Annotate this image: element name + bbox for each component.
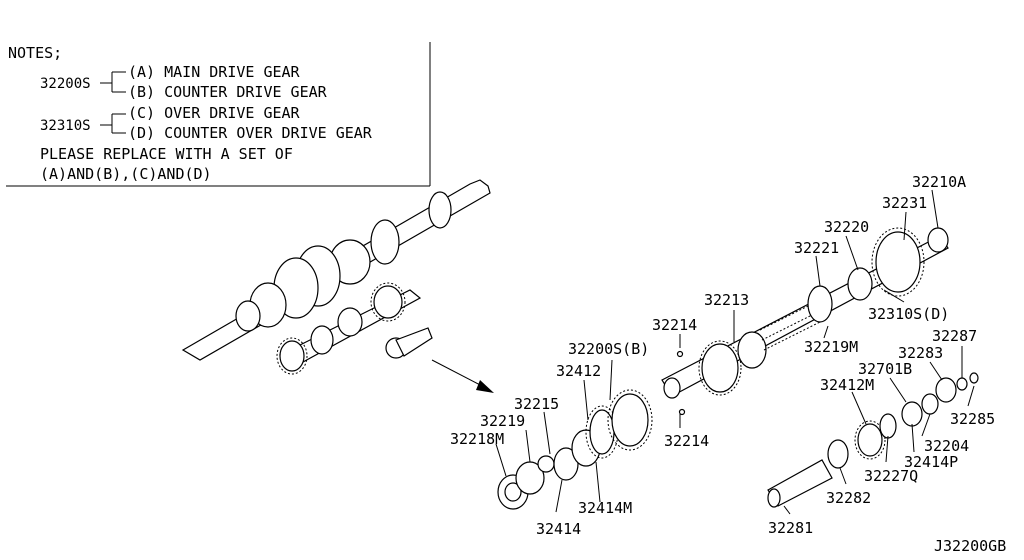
group1-code: 32200S — [40, 76, 91, 92]
label-32215: 32215 — [514, 395, 559, 413]
label-32214-lower: 32214 — [664, 432, 709, 450]
label-32283: 32283 — [898, 344, 943, 362]
group2-c: (C) OVER DRIVE GEAR — [128, 104, 301, 122]
leader-lines — [495, 189, 975, 515]
label-32219M: 32219M — [804, 338, 858, 356]
label-32414P: 32414P — [904, 453, 958, 471]
label-32414: 32414 — [536, 520, 581, 538]
group1-a: (A) MAIN DRIVE GEAR — [128, 63, 301, 81]
overview-assembly — [181, 179, 491, 375]
label-32227Q: 32227Q — [864, 467, 918, 485]
label-32218M: 32218M — [450, 430, 504, 448]
label-32281: 32281 — [768, 519, 813, 537]
direction-arrow — [431, 359, 494, 393]
part-labels: 32210A 32231 32220 32221 32310S(D) 32219… — [450, 173, 1006, 555]
diagram-code: J32200GB — [934, 537, 1006, 555]
notes-header: NOTES; — [8, 44, 62, 62]
group2-d: (D) COUNTER OVER DRIVE GEAR — [128, 124, 373, 142]
instruction-line-2: (A)AND(B),(C)AND(D) — [40, 165, 212, 183]
label-32414M: 32414M — [578, 499, 632, 517]
label-32204: 32204 — [924, 437, 969, 455]
label-32200S-B: 32200S(B) — [568, 340, 649, 358]
label-32231: 32231 — [882, 194, 927, 212]
counter-gear-assembly — [497, 389, 653, 510]
group2-code: 32310S — [40, 118, 91, 134]
label-32210A: 32210A — [912, 173, 966, 191]
notes-box: NOTES; 32200S (A) MAIN DRIVE GEAR (B) CO… — [6, 42, 431, 187]
main-shaft-assembly — [661, 227, 949, 416]
label-32221: 32221 — [794, 239, 839, 257]
label-32412M: 32412M — [820, 376, 874, 394]
counter-overdrive-assembly — [767, 372, 979, 508]
label-32310S-D: 32310S(D) — [868, 305, 949, 323]
instruction-line-1: PLEASE REPLACE WITH A SET OF — [40, 145, 293, 163]
label-32287: 32287 — [932, 327, 977, 345]
label-32282: 32282 — [826, 489, 871, 507]
label-32285: 32285 — [950, 410, 995, 428]
label-32412: 32412 — [556, 362, 601, 380]
group1-b: (B) COUNTER DRIVE GEAR — [128, 83, 328, 101]
label-32701B: 32701B — [858, 360, 912, 378]
label-32219: 32219 — [480, 412, 525, 430]
label-32214-upper: 32214 — [652, 316, 697, 334]
label-32220: 32220 — [824, 218, 869, 236]
label-32213: 32213 — [704, 291, 749, 309]
